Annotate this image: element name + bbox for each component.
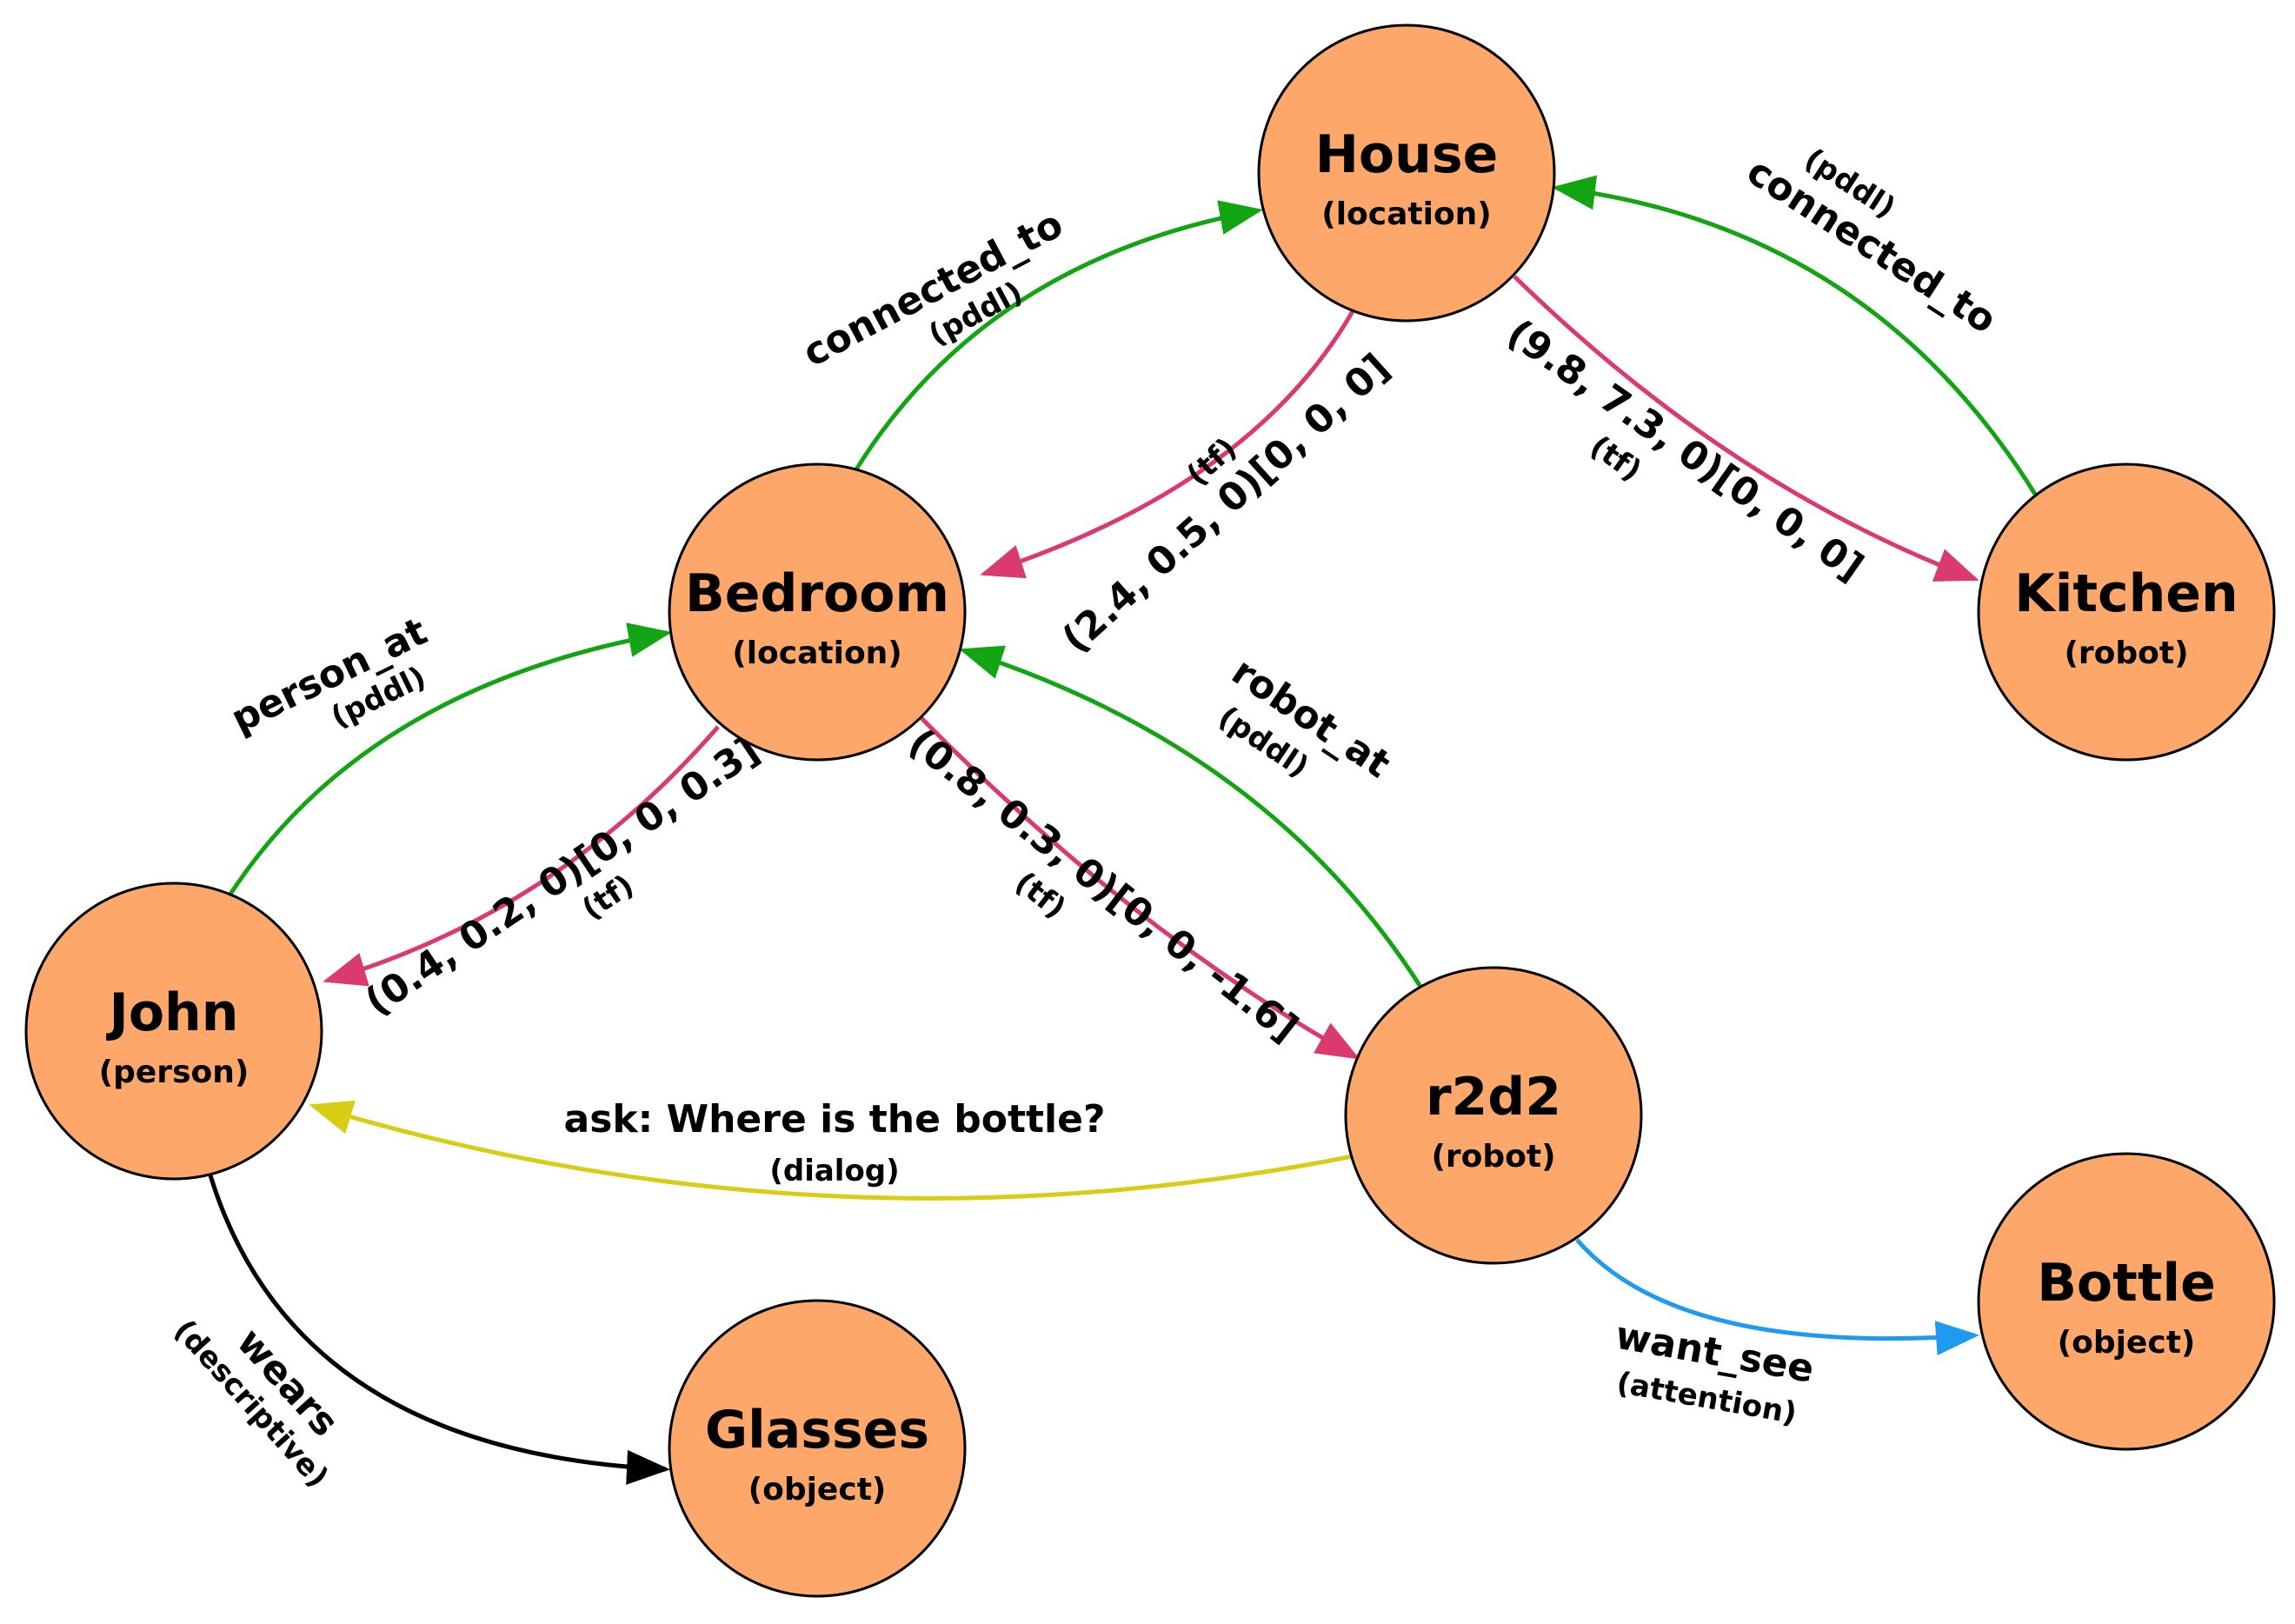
edge-label: (0.8, 0.3, 0)[0, 0, -1.6] [901, 720, 1307, 1050]
node-type: (robot) [2064, 636, 2188, 671]
edge-r2d2-bottle: want_see (attention) [1575, 1238, 1979, 1431]
node-type: (person) [99, 1055, 249, 1090]
node-name: Bedroom [685, 563, 949, 624]
node-john[interactable]: John (person) [24, 882, 323, 1181]
node-glasses[interactable]: Glasses (object) [668, 1299, 967, 1598]
node-name: House [1315, 124, 1499, 185]
edge-john-glasses: wears (descriptive) [167, 1175, 670, 1494]
node-type: (location) [1321, 196, 1492, 232]
node-type: (robot) [1431, 1139, 1555, 1175]
edge-label: (9.8, 7.3, 0)[0, 0, 0] [1499, 311, 1871, 590]
node-type: (object) [2058, 1325, 2196, 1361]
node-name: John [106, 982, 239, 1043]
node-name: Kitchen [2014, 563, 2238, 624]
node-bedroom[interactable]: Bedroom (location) [668, 463, 967, 762]
node-house[interactable]: House (location) [1257, 23, 1556, 323]
edge-label: (2.4, 0.5, 0)[0, 0, 0] [1054, 345, 1398, 662]
node-name: Glasses [705, 1400, 929, 1461]
node-bottle[interactable]: Bottle (object) [1977, 1152, 2276, 1451]
edge-label: ask: Where is the bottle? [564, 1097, 1106, 1141]
node-kitchen[interactable]: Kitchen (robot) [1977, 463, 2276, 762]
edge-label: connected_to [795, 202, 1070, 376]
node-r2d2[interactable]: r2d2 (robot) [1344, 966, 1643, 1265]
edge-label: (0.4, 0.2, 0)[0, 0, 0.3] [357, 728, 767, 1024]
node-type: (object) [748, 1472, 887, 1508]
edge-kind: (dialog) [769, 1154, 899, 1188]
node-type: (location) [732, 636, 902, 671]
edge-house-kitchen: (9.8, 7.3, 0)[0, 0, 0] (tf) [1499, 275, 1979, 590]
edge-bedroom-john: (0.4, 0.2, 0)[0, 0, 0.3] (tf) [323, 725, 768, 1024]
edge-house-bedroom: (2.4, 0.5, 0)[0, 0, 0] (tf) [980, 309, 1398, 662]
node-name: Bottle [2037, 1253, 2216, 1314]
edge-r2d2-john: ask: Where is the bottle? (dialog) [309, 1097, 1354, 1201]
edge-bedroom-house: connected_to (pddl) [795, 200, 1263, 478]
edge-kitchen-house: connected_to (pddl) [1552, 142, 2039, 497]
node-name: r2d2 [1426, 1067, 1561, 1128]
